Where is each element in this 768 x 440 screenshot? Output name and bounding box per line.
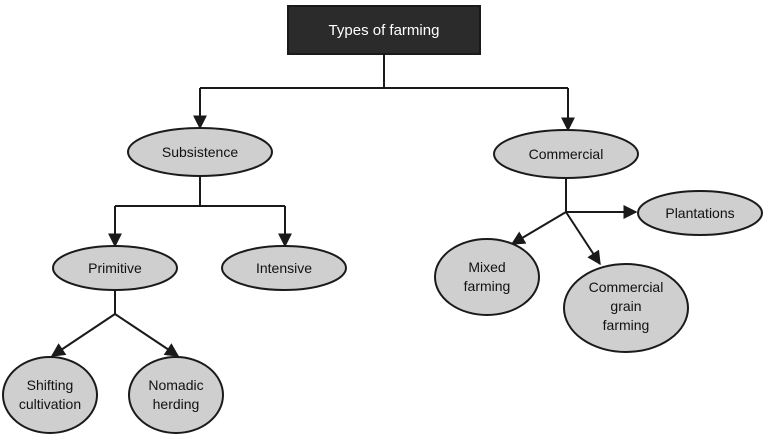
node-nomadic-line1: Nomadic xyxy=(148,377,203,393)
node-mixed-farming: Mixed farming xyxy=(434,238,540,316)
node-subsistence-label: Subsistence xyxy=(162,144,238,160)
node-primitive: Primitive xyxy=(52,245,178,291)
node-mixed-line1: Mixed xyxy=(468,259,505,275)
node-plantations: Plantations xyxy=(637,190,763,236)
node-types-of-farming: Types of farming xyxy=(287,5,481,55)
node-intensive: Intensive xyxy=(221,245,347,291)
edge-commercial-mixed xyxy=(510,211,567,245)
edge-primitive-nomadic xyxy=(114,313,180,357)
edge-commercial-grain xyxy=(565,211,601,266)
node-grain-line2: grain xyxy=(610,298,641,314)
node-nomadic-herding: Nomadic herding xyxy=(128,356,224,434)
node-commercial: Commercial xyxy=(493,129,639,179)
node-grain-line3: farming xyxy=(603,317,650,333)
node-mixed-line2: farming xyxy=(464,278,511,294)
edges xyxy=(50,54,638,357)
node-commercial-grain-farming: Commercial grain farming xyxy=(563,263,689,353)
node-commercial-label: Commercial xyxy=(529,146,604,162)
node-nomadic-line2: herding xyxy=(153,396,200,412)
edge-primitive-shifting xyxy=(50,313,116,357)
node-shifting-line1: Shifting xyxy=(27,377,74,393)
node-primitive-label: Primitive xyxy=(88,260,142,276)
node-grain-line1: Commercial xyxy=(589,279,664,295)
node-plantations-label: Plantations xyxy=(665,205,734,221)
node-shifting-cultivation: Shifting cultivation xyxy=(2,356,98,434)
node-shifting-line2: cultivation xyxy=(19,396,81,412)
node-subsistence: Subsistence xyxy=(127,127,273,177)
node-types-of-farming-label: Types of farming xyxy=(329,22,440,39)
node-intensive-label: Intensive xyxy=(256,260,312,276)
